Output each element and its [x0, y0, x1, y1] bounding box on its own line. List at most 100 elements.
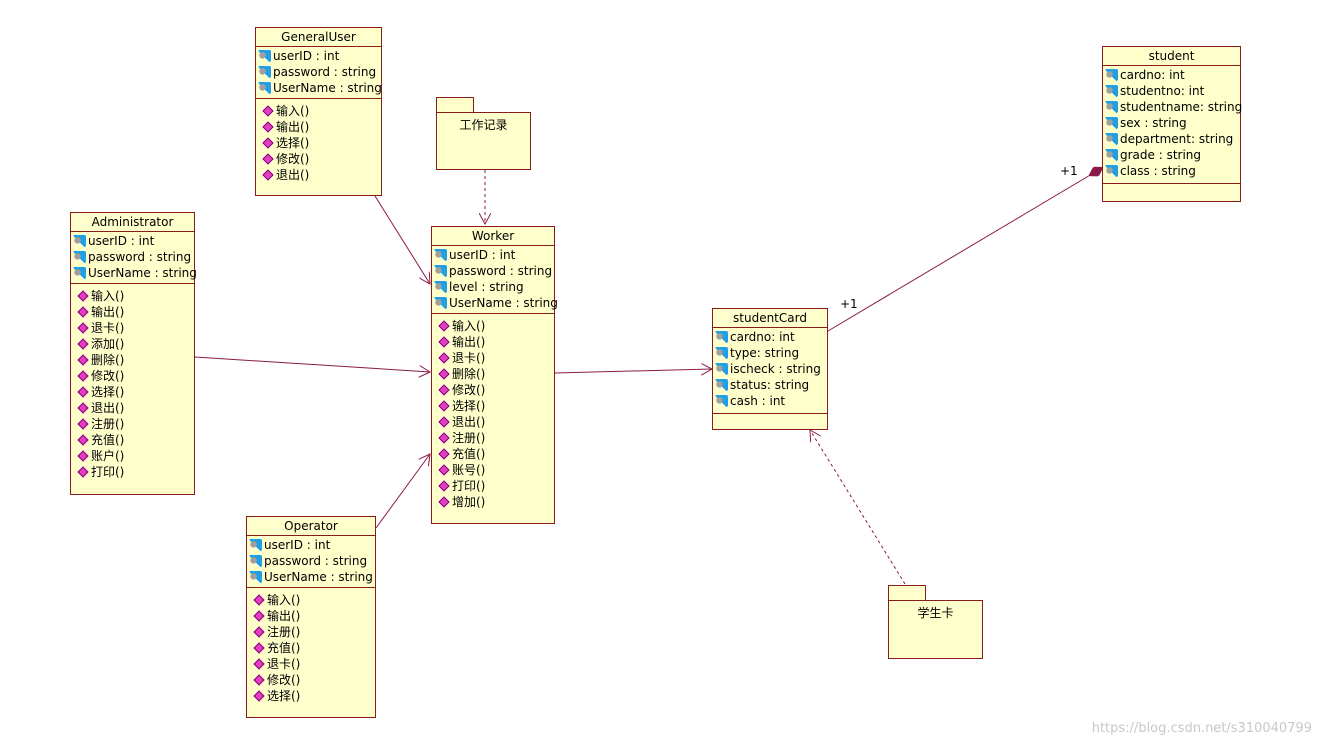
operation-row: 增加()	[438, 494, 554, 510]
operation-icon	[438, 432, 450, 444]
operation-row: 退出()	[262, 167, 381, 183]
operation-text: 退出()	[276, 168, 310, 182]
operation-row: 添加()	[77, 336, 194, 352]
operation-row: 注册()	[438, 430, 554, 446]
operation-text: 退卡()	[267, 657, 301, 671]
operation-row: 注册()	[77, 416, 194, 432]
operation-row: 打印()	[438, 478, 554, 494]
attribute-row: password : string	[73, 249, 194, 265]
operation-text: 充值()	[267, 641, 301, 655]
operation-text: 打印()	[91, 465, 125, 479]
operation-text: 退出()	[452, 415, 486, 429]
class-generaluser[interactable]: GeneralUser userID : int password : stri…	[255, 27, 382, 196]
attribute-text: userID : int	[88, 234, 155, 248]
attribute-list: userID : int password : string level : s…	[432, 246, 558, 314]
operation-row: 输出()	[253, 608, 375, 624]
attribute-row: password : string	[249, 553, 375, 569]
attribute-icon	[249, 555, 262, 567]
operation-icon	[438, 464, 450, 476]
operation-row: 退出()	[438, 414, 554, 430]
package-tab	[888, 585, 926, 601]
attribute-row: type: string	[715, 345, 827, 361]
operation-icon	[253, 594, 265, 606]
operation-text: 注册()	[267, 625, 301, 639]
operation-icon	[77, 338, 89, 350]
operation-icon	[253, 674, 265, 686]
attribute-text: status: string	[730, 378, 810, 392]
operation-text: 修改()	[452, 383, 486, 397]
attribute-text: userID : int	[449, 248, 516, 262]
operation-text: 删除()	[452, 367, 486, 381]
operation-row: 打印()	[77, 464, 194, 480]
package-studentcard[interactable]: 学生卡	[888, 585, 983, 659]
attribute-icon	[434, 281, 447, 293]
attribute-row: level : string	[434, 279, 554, 295]
operation-icon	[77, 466, 89, 478]
attribute-row: UserName : string	[249, 569, 375, 585]
attribute-row: department: string	[1105, 131, 1240, 147]
attribute-text: userID : int	[264, 538, 331, 552]
operation-icon	[77, 290, 89, 302]
attribute-row: userID : int	[258, 48, 381, 64]
attribute-row: cash : int	[715, 393, 827, 409]
operation-row: 修改()	[253, 672, 375, 688]
attribute-icon	[1105, 69, 1118, 81]
attribute-text: sex : string	[1120, 116, 1187, 130]
operation-text: 修改()	[267, 673, 301, 687]
attribute-icon	[73, 235, 86, 247]
operation-icon	[77, 434, 89, 446]
watermark-url: https://blog.csdn.net/s310040799	[1091, 721, 1312, 736]
attribute-row: ischeck : string	[715, 361, 827, 377]
attribute-row: userID : int	[73, 233, 194, 249]
attribute-row: studentname: string	[1105, 99, 1242, 115]
class-student[interactable]: student cardno: int studentno: int stude…	[1102, 46, 1242, 202]
attribute-icon	[249, 539, 262, 551]
operation-text: 输入()	[276, 104, 310, 118]
operation-text: 输入()	[91, 289, 125, 303]
operation-row: 输入()	[253, 592, 375, 608]
operation-text: 账户()	[91, 449, 125, 463]
package-worklog[interactable]: 工作记录	[436, 97, 531, 170]
attribute-icon	[715, 395, 728, 407]
operation-list: 输入() 输出() 退卡() 添加() 删除() 修改() 选择() 退出() …	[71, 284, 194, 482]
attribute-icon	[434, 297, 447, 309]
operation-icon	[438, 336, 450, 348]
class-name: student	[1103, 47, 1240, 66]
class-administrator[interactable]: Administrator userID : int password : st…	[70, 212, 197, 495]
operation-row: 充值()	[438, 446, 554, 462]
attribute-text: UserName : string	[88, 266, 197, 280]
operation-icon	[438, 384, 450, 396]
attribute-icon	[1105, 165, 1118, 177]
attribute-text: grade : string	[1120, 148, 1202, 162]
attribute-row: class : string	[1105, 163, 1240, 179]
operation-text: 退卡()	[91, 321, 125, 335]
class-operator[interactable]: Operator userID : int password : string …	[246, 516, 376, 718]
operation-text: 添加()	[91, 337, 125, 351]
class-studentcard[interactable]: studentCard cardno: int type: string isc…	[712, 308, 828, 430]
attribute-icon	[73, 251, 86, 263]
class-worker[interactable]: Worker userID : int password : string le…	[431, 226, 558, 524]
attribute-list: cardno: int type: string ischeck : strin…	[713, 328, 827, 414]
operation-icon	[253, 658, 265, 670]
package-label: 工作记录	[436, 112, 531, 170]
operation-icon	[438, 448, 450, 460]
operation-text: 修改()	[276, 152, 310, 166]
package-tab	[436, 97, 474, 113]
attribute-list: userID : int password : string UserName …	[247, 536, 375, 588]
operation-icon	[77, 322, 89, 334]
operation-icon	[262, 153, 274, 165]
operation-text: 选择()	[452, 399, 486, 413]
attribute-icon	[434, 265, 447, 277]
attribute-row: cardno: int	[715, 329, 827, 345]
attribute-icon	[715, 363, 728, 375]
attribute-icon	[434, 249, 447, 261]
operation-text: 增加()	[452, 495, 486, 509]
operation-text: 账号()	[452, 463, 486, 477]
studentcard-pkg-dependency-link	[810, 430, 906, 585]
operation-row: 选择()	[77, 384, 194, 400]
administrator-to-worker-link	[194, 356, 430, 372]
operation-icon	[438, 320, 450, 332]
attribute-text: password : string	[449, 264, 553, 278]
attribute-icon	[1105, 85, 1118, 97]
attribute-text: UserName : string	[264, 570, 373, 584]
